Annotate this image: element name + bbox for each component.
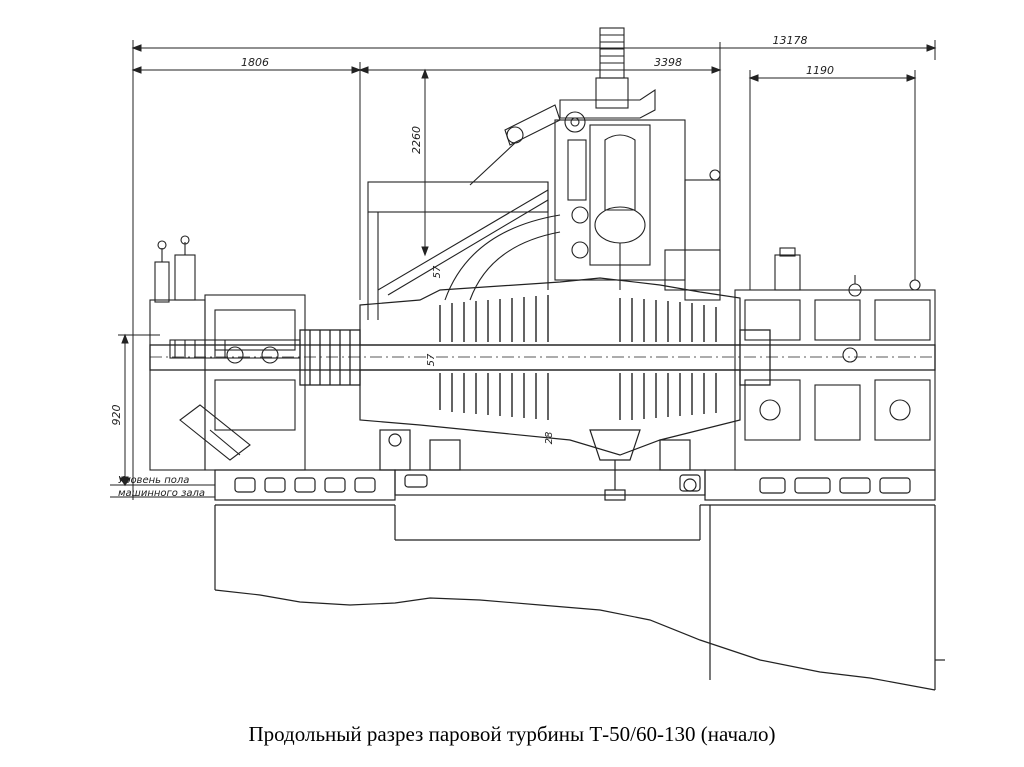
rear-bearing-pedestal xyxy=(734,247,936,471)
turbine-section-drawing: 1806 3398 13178 1190 2260 920 Уровень по… xyxy=(110,27,945,691)
dim-1190: 1190 xyxy=(806,64,834,77)
dimension-lines xyxy=(118,40,937,500)
dim-2260: 2260 xyxy=(410,126,423,154)
rotor-blades-lower xyxy=(439,373,717,420)
floor-label-line1: Уровень пола xyxy=(118,475,189,486)
dim-3398: 3398 xyxy=(654,56,682,69)
floor-label-line2: машинного зала xyxy=(118,488,205,499)
stage-mark-57-shaft: 57 xyxy=(426,353,437,366)
steam-piping-frame xyxy=(367,104,561,320)
floor-level-marker xyxy=(110,477,215,498)
drawing-caption: Продольный разрез паровой турбины Т-50/6… xyxy=(248,722,776,746)
hp-casing xyxy=(359,277,741,501)
dim-13178: 13178 xyxy=(773,34,808,47)
rotor-blades-upper xyxy=(439,295,717,342)
stage-mark-57-upper: 57 xyxy=(432,265,443,278)
stop-valve xyxy=(554,27,721,301)
bed-frame xyxy=(214,469,936,501)
foundation xyxy=(214,504,945,691)
stage-mark-28: 28 xyxy=(544,432,555,445)
dim-1806: 1806 xyxy=(241,56,269,69)
dim-920: 920 xyxy=(110,405,123,426)
front-bearing-pedestal xyxy=(149,235,306,471)
